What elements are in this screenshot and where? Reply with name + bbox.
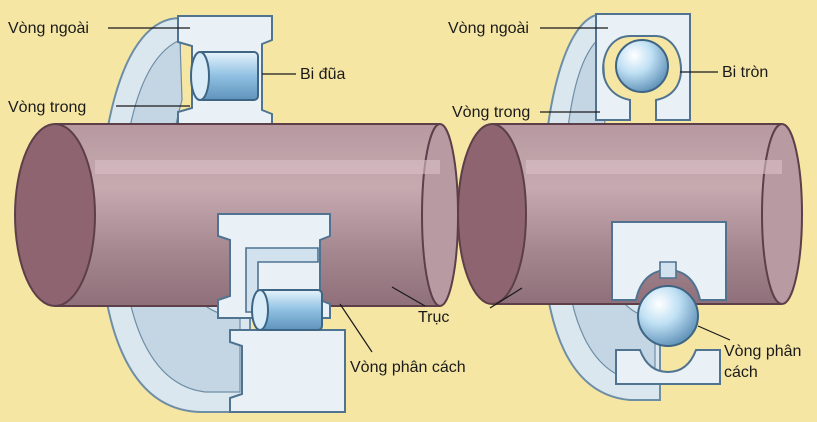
label-left-inner-ring: Vòng trong [8,99,86,116]
label-right-inner-ring: Vòng trong [452,104,530,121]
right-bearing [457,12,803,401]
label-right-ball: Bi tròn [722,64,768,81]
leader-lines [108,27,731,353]
left-shaft-far-end [421,123,459,307]
label-right-cage-line2: cách [724,364,758,381]
left-roller-top-end [190,51,210,101]
leader-right-shaft [489,287,523,309]
right-shaft-far-end [761,123,803,305]
right-outer-ring-top [595,13,691,121]
right-ball-top [615,39,669,93]
left-roller-bottom-end [251,289,269,331]
leader-right-cage [697,325,731,341]
label-right-cage-line1: Vòng phân [724,343,801,360]
right-cage-bottom [659,261,677,279]
label-left-cage: Vòng phân cách [350,359,466,376]
labels: Vòng ngoài Vòng trong Bi đũa Trục Vòng p… [8,20,801,381]
leader-left-cage [339,303,373,353]
right-outer-ring-bottom [615,349,721,385]
right-ball-bottom [637,285,699,347]
label-right-outer-ring: Vòng ngoài [448,20,529,37]
right-shaft-outline [492,123,782,305]
leader-left-shaft [391,286,426,307]
right-shaft-near-end [457,123,527,305]
label-left-outer-ring: Vòng ngoài [8,20,89,37]
right-shaft-highlight [526,160,782,174]
left-bearing [14,15,459,413]
left-shaft-near-end [14,123,96,307]
left-shaft-highlight [95,160,440,174]
label-left-roller: Bi đũa [300,66,345,83]
label-shaft: Trục [418,309,449,326]
left-outer-ring-bottom [229,329,346,413]
